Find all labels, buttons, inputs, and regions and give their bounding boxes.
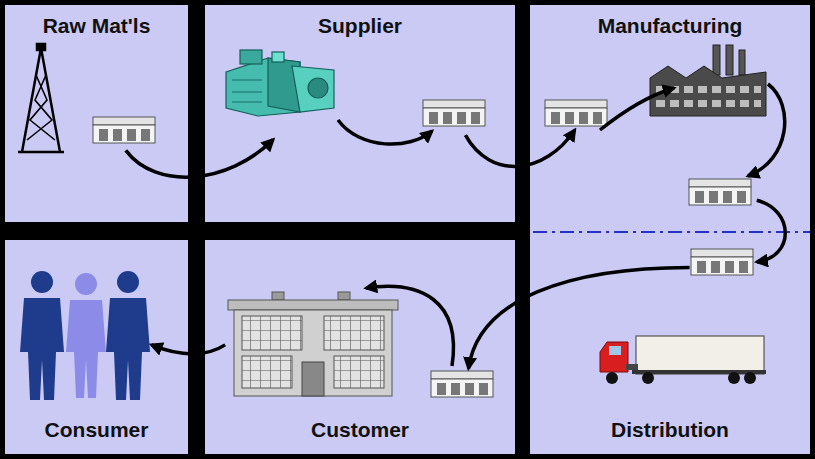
stage-panel: Customer (205, 240, 515, 454)
customer-building (228, 292, 398, 396)
flow-arrow (126, 140, 273, 178)
panel-grounds (5, 5, 810, 454)
stage-heading: Consumer (45, 417, 149, 442)
stage-heading: Customer (311, 417, 409, 442)
oil-derrick (18, 44, 64, 152)
factory (650, 45, 766, 116)
stage-panel: Raw Mat'ls (5, 5, 188, 222)
truck (600, 336, 766, 384)
flow-arrow (757, 200, 786, 262)
stage-panel: Distribution (530, 232, 810, 454)
stage-heading: Raw Mat'ls (43, 13, 151, 38)
flow-arrow (465, 130, 574, 167)
flow-arrow (469, 268, 690, 369)
stage-heading: Supplier (318, 13, 402, 38)
stage-panel: Manufacturing (530, 5, 810, 232)
supplier-machine (226, 50, 334, 116)
stage-heading: Distribution (611, 417, 729, 442)
people-silhouettes (20, 271, 150, 400)
dash-dot-divider (533, 231, 810, 233)
stage-heading: Manufacturing (598, 13, 743, 38)
flow-arrow (151, 345, 225, 354)
stage-panel: Supplier (205, 5, 515, 222)
flow-arrows (338, 84, 785, 366)
stage-panel: Consumer (5, 240, 188, 454)
